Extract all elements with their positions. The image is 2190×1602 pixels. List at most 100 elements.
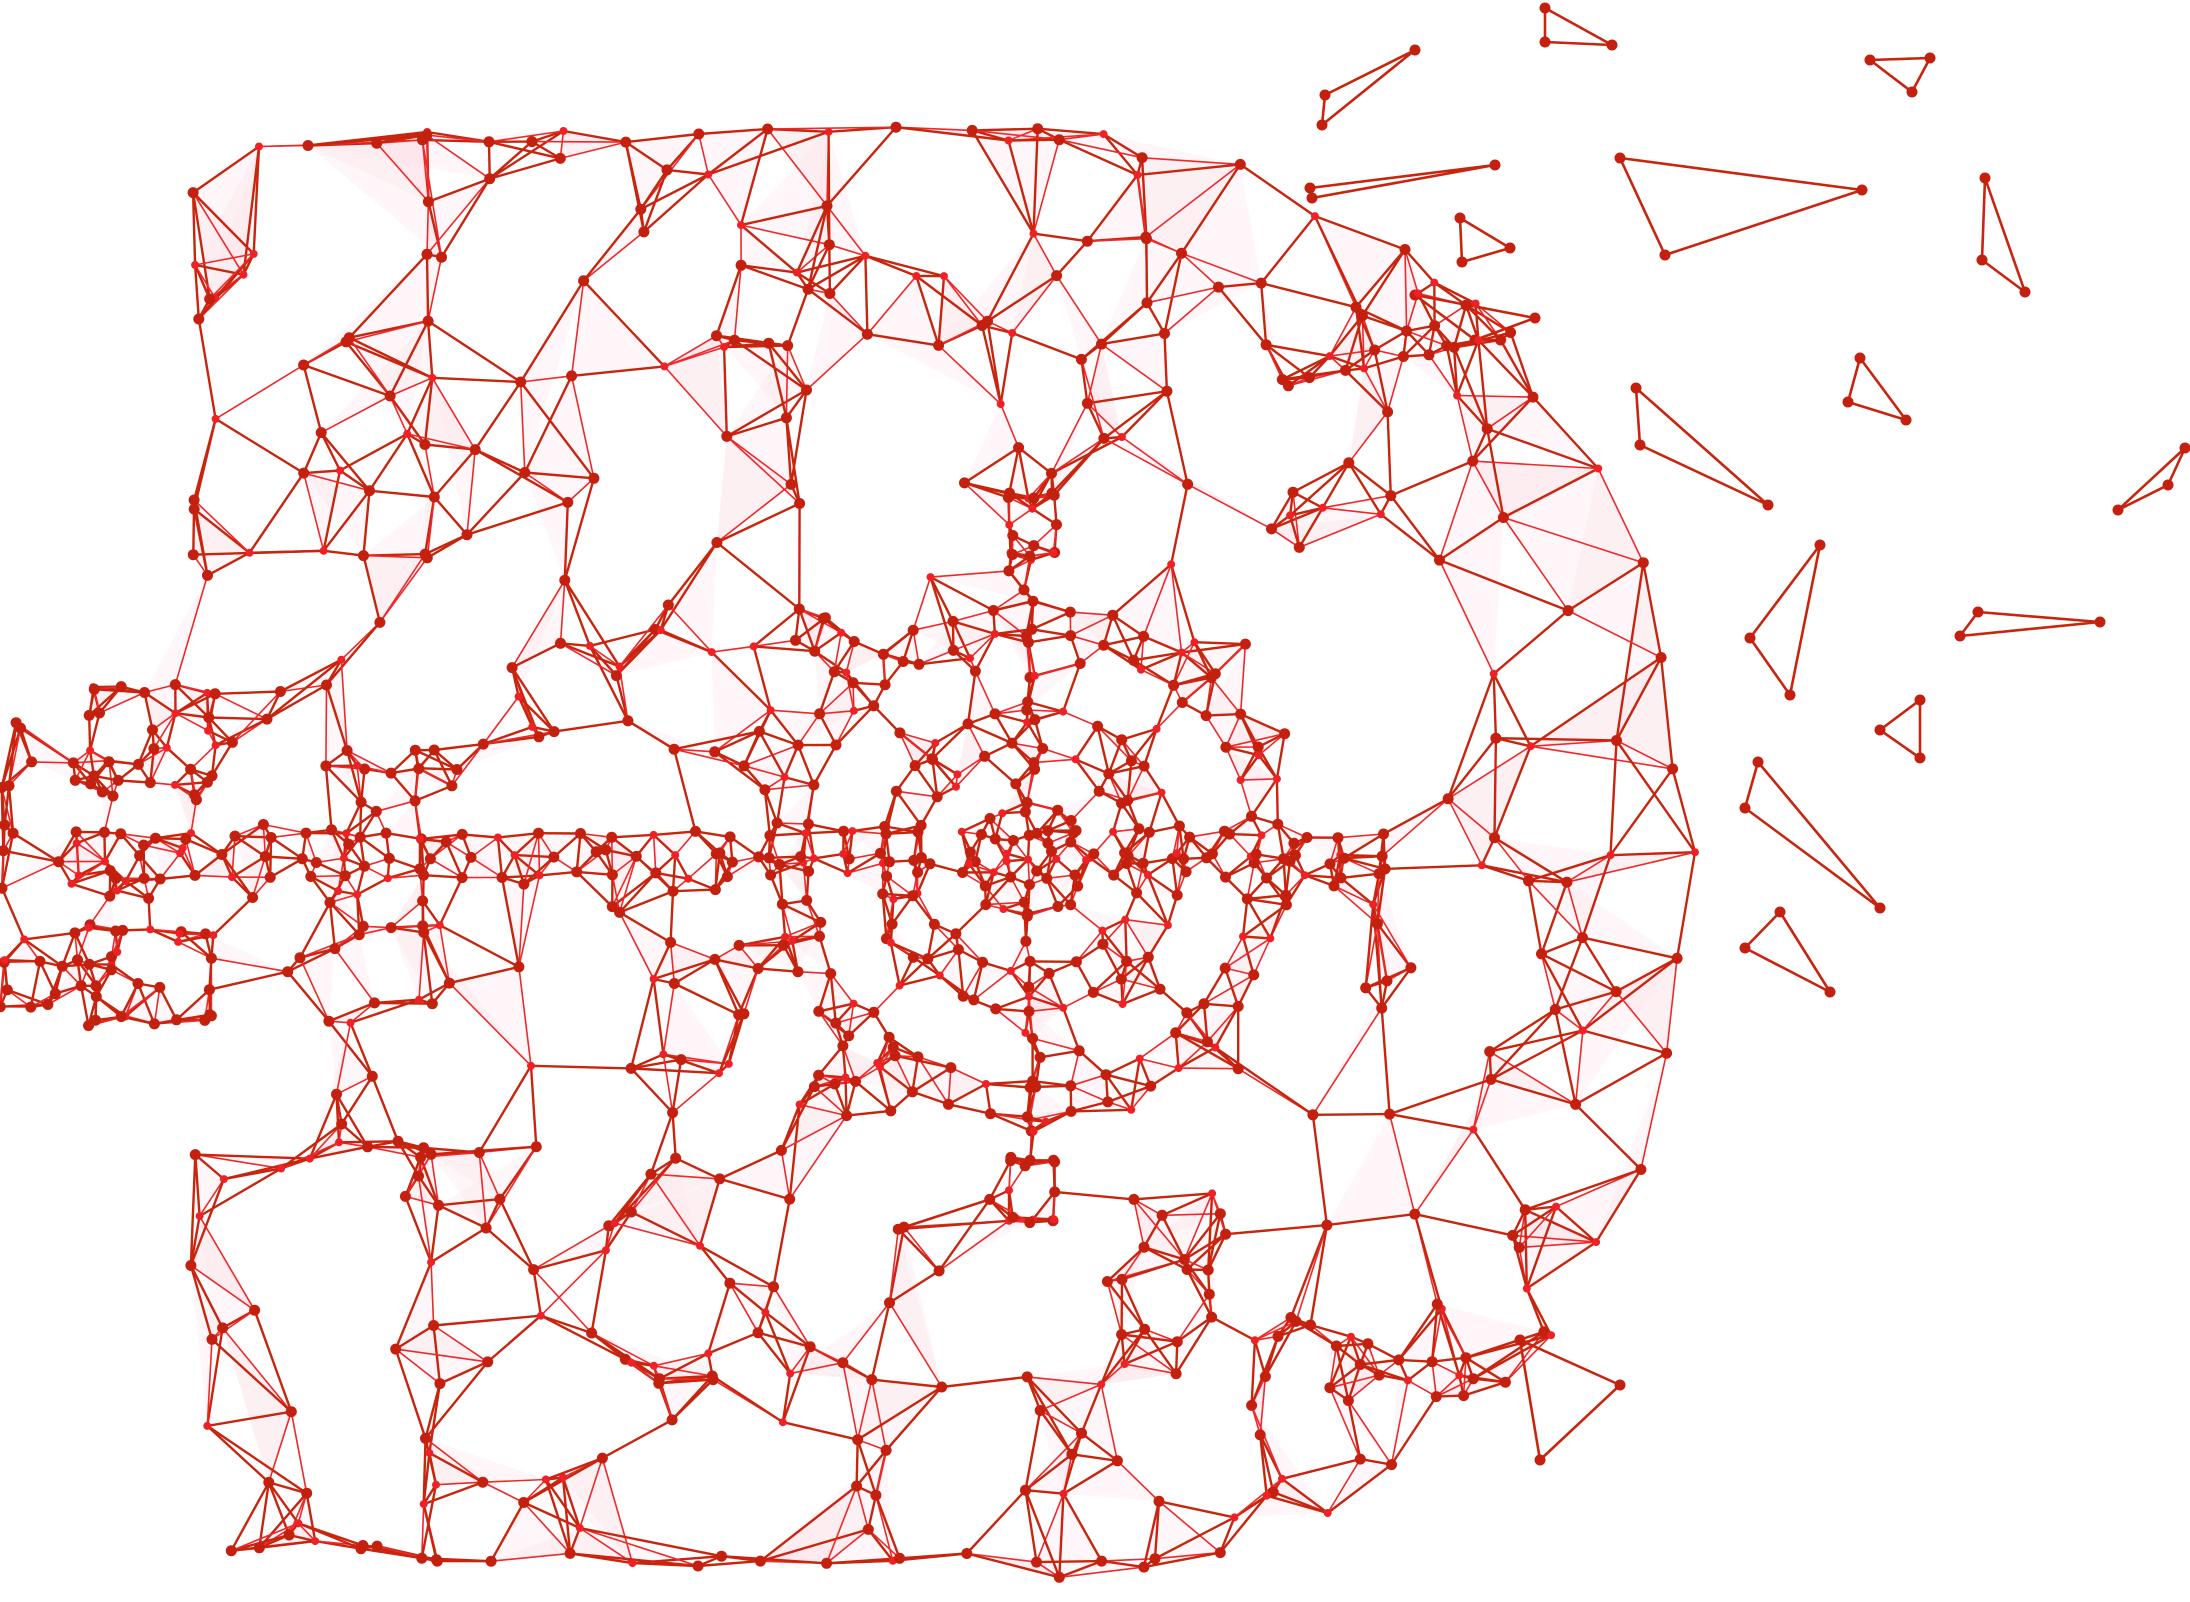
wire-node — [1253, 742, 1264, 753]
wire-node — [311, 1537, 319, 1545]
wire-edge — [1473, 1130, 1525, 1210]
wire-node — [428, 374, 436, 382]
wire-edge — [1026, 1490, 1037, 1562]
wire-node — [1261, 873, 1272, 884]
wire-edge — [577, 872, 613, 907]
wire-node — [1458, 1390, 1469, 1401]
wire-node — [985, 813, 996, 824]
wire-node — [286, 1406, 297, 1417]
wire-node — [984, 1194, 995, 1205]
wire-node — [70, 775, 81, 786]
wire-node — [1233, 1063, 1244, 1074]
wire-node — [1139, 1324, 1150, 1335]
wire-node — [863, 1524, 874, 1535]
wire-node — [1219, 826, 1230, 837]
wire-node — [384, 853, 395, 864]
wire-node — [822, 200, 833, 211]
wire-edge — [972, 129, 1037, 131]
wire-node — [1404, 1376, 1412, 1384]
wire-node — [511, 851, 519, 859]
wire-node — [1082, 236, 1093, 247]
wire-node — [1213, 282, 1224, 293]
wire-node — [246, 549, 254, 557]
wire-node — [1059, 708, 1067, 716]
wire-node — [84, 959, 95, 970]
wire-edge — [1277, 779, 1278, 824]
wire-node — [614, 907, 625, 918]
wire-node — [371, 138, 382, 149]
wire-node — [887, 939, 895, 947]
wire-edge — [939, 1221, 1009, 1271]
wire-node — [708, 1374, 719, 1385]
wire-node — [1182, 479, 1193, 490]
wire-node — [1097, 939, 1108, 950]
wire-node — [725, 1060, 733, 1068]
wire-node — [922, 953, 933, 964]
wire-node — [1182, 1264, 1193, 1275]
wire-node — [410, 745, 421, 756]
wire-node — [736, 260, 747, 271]
wire-node — [423, 316, 434, 327]
wire-node — [1184, 832, 1195, 843]
wire-edge — [1157, 703, 1183, 729]
scattered-triangle-icon — [1455, 213, 1516, 268]
wire-edge — [667, 170, 708, 175]
wire-node — [1167, 560, 1175, 568]
wire-edge — [1415, 1214, 1442, 1309]
wire-node — [323, 1016, 334, 1027]
wire-node — [753, 963, 764, 974]
wire-node — [329, 943, 340, 954]
wire-edge — [1261, 216, 1315, 283]
wire-node — [174, 938, 182, 946]
wire-node — [1235, 709, 1246, 720]
wire-node — [484, 136, 495, 147]
wire-node — [1174, 821, 1185, 832]
wire-node — [1505, 327, 1516, 338]
wire-node — [1031, 1557, 1042, 1568]
wire-node — [99, 827, 110, 838]
wire-node — [1424, 349, 1435, 360]
wire-edge — [1673, 769, 1695, 852]
wire-node — [1066, 1449, 1077, 1460]
wire-node — [1076, 354, 1087, 365]
wire-node — [990, 708, 1001, 719]
wire-node — [1319, 504, 1327, 512]
wire-node — [1003, 850, 1011, 858]
wire-node — [1031, 672, 1039, 680]
tint-facet — [431, 1152, 486, 1228]
wire-edge — [1037, 1561, 1102, 1562]
wire-node — [97, 787, 108, 798]
scattered-triangle-icon — [1740, 757, 1886, 914]
wire-node — [147, 724, 158, 735]
wire-node — [189, 495, 200, 506]
wire-node — [884, 1032, 895, 1043]
wire-node — [1398, 351, 1409, 362]
tint-facet — [491, 1503, 570, 1562]
wire-node — [1024, 1006, 1035, 1017]
wire-node — [1261, 339, 1272, 350]
wire-edge — [532, 142, 626, 143]
wire-node — [714, 1173, 725, 1184]
wire-node — [84, 710, 95, 721]
wire-node — [932, 791, 943, 802]
wire-node — [217, 1322, 228, 1333]
wire-node — [1489, 832, 1500, 843]
wire-edge — [602, 1420, 672, 1458]
wire-node — [359, 861, 370, 872]
wire-edge — [1291, 1225, 1327, 1317]
wire-node — [866, 1374, 877, 1385]
wire-node — [1190, 638, 1198, 646]
wire-node — [497, 872, 508, 883]
wire-node — [1374, 1370, 1385, 1381]
wire-node — [1096, 1556, 1107, 1567]
wire-node — [781, 412, 792, 423]
wire-node — [1157, 1210, 1168, 1221]
wire-node — [839, 850, 847, 858]
wire-node — [1037, 743, 1048, 754]
wire-node — [1611, 735, 1622, 746]
wire-node — [1207, 848, 1218, 859]
wire-node — [1281, 899, 1292, 910]
wire-edge — [717, 543, 799, 610]
wire-node — [1251, 1336, 1259, 1344]
